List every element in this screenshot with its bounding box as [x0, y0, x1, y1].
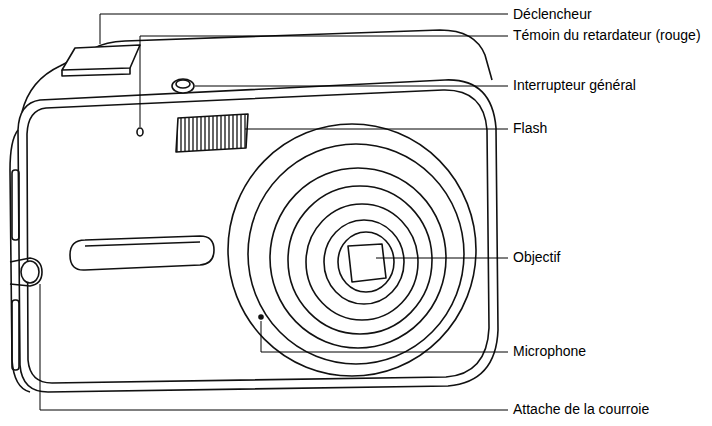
part-label: Interrupteur général [513, 77, 705, 94]
part-label: Témoin du retardateur (rouge) [513, 27, 705, 44]
part-label: Microphone [513, 343, 705, 360]
part-label: Flash [513, 120, 705, 137]
part-label: Objectif [513, 249, 705, 266]
part-label: Déclencheur [513, 6, 705, 23]
part-label: Attache de la courroie [513, 401, 705, 418]
